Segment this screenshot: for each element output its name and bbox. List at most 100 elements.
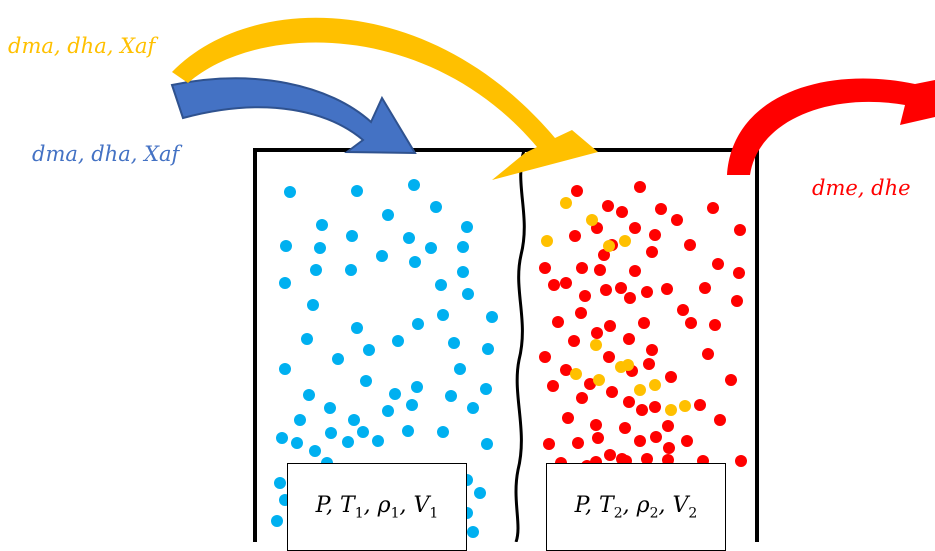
red-particle: [584, 378, 596, 390]
red-particle: [616, 206, 628, 218]
red-particle: [606, 386, 618, 398]
red-particle: [604, 320, 616, 332]
cyan-particle: [457, 241, 469, 253]
cyan-particle: [325, 427, 337, 439]
cyan-particle: [406, 399, 418, 411]
cyan-particle: [437, 309, 449, 321]
red-particle: [562, 412, 574, 424]
cyan-particle: [351, 185, 363, 197]
control-volume-box: [253, 148, 759, 542]
density-subscript: 1: [390, 505, 400, 522]
density-symbol: ρ: [636, 492, 650, 518]
red-particle: [539, 262, 551, 274]
red-particle: [684, 239, 696, 251]
red-particle: [592, 432, 604, 444]
red-outflow-label: dme, dhe: [812, 176, 911, 200]
volume-symbol: V: [413, 492, 430, 518]
red-particle: [725, 374, 737, 386]
yellow-particle: [603, 240, 615, 252]
red-particle: [591, 327, 603, 339]
yellow-particle: [586, 214, 598, 226]
cyan-particle: [276, 432, 288, 444]
red-particle: [576, 262, 588, 274]
red-particle: [579, 290, 591, 302]
red-particle: [709, 319, 721, 331]
cyan-particle: [486, 311, 498, 323]
volume-symbol: V: [672, 492, 689, 518]
cyan-particle: [389, 388, 401, 400]
yellow-particle: [665, 404, 677, 416]
yellow-particle: [541, 235, 553, 247]
red-particle: [590, 419, 602, 431]
cyan-particle: [342, 436, 354, 448]
cyan-particle: [284, 186, 296, 198]
red-particle: [598, 249, 610, 261]
cyan-particle: [454, 363, 466, 375]
red-particle: [636, 404, 648, 416]
red-particle: [665, 371, 677, 383]
red-particle: [572, 437, 584, 449]
cyan-particle: [280, 240, 292, 252]
red-particle: [623, 333, 635, 345]
red-particle: [731, 295, 743, 307]
red-particle: [547, 380, 559, 392]
red-particle: [646, 344, 658, 356]
volume-subscript: 1: [429, 505, 439, 522]
yellow-particle: [634, 384, 646, 396]
cyan-particle: [480, 383, 492, 395]
cyan-particle: [457, 266, 469, 278]
yellow-particle: [649, 379, 661, 391]
yellow-particle: [593, 374, 605, 386]
red-particle: [641, 286, 653, 298]
red-particle: [571, 185, 583, 197]
yellow-inflow-arrow: [172, 17, 598, 181]
state-left-text: P, T1, ρ1, V1: [315, 492, 439, 522]
cyan-particle: [481, 438, 493, 450]
cyan-particle: [425, 242, 437, 254]
cyan-particle: [448, 337, 460, 349]
cyan-particle: [382, 405, 394, 417]
red-particle: [575, 307, 587, 319]
red-particle: [629, 222, 641, 234]
red-particle: [560, 277, 572, 289]
density-subscript: 2: [649, 505, 659, 522]
cyan-particle: [437, 426, 449, 438]
pressure-symbol: P: [574, 492, 586, 518]
red-particle: [594, 264, 606, 276]
red-particle: [634, 181, 646, 193]
red-particle: [638, 317, 650, 329]
cyan-particle: [294, 414, 306, 426]
cyan-particle: [430, 201, 442, 213]
red-particle: [671, 214, 683, 226]
red-particle: [569, 230, 581, 242]
cyan-particle: [372, 435, 384, 447]
state-box-left: P, T1, ρ1, V1: [287, 463, 467, 551]
cyan-particle: [412, 318, 424, 330]
cyan-particle: [382, 209, 394, 221]
red-particle: [539, 351, 551, 363]
cyan-particle: [435, 279, 447, 291]
cyan-particle: [360, 375, 372, 387]
red-particle: [602, 200, 614, 212]
red-particle: [733, 267, 745, 279]
pressure-symbol: P: [315, 492, 327, 518]
red-particle: [543, 438, 555, 450]
red-particle: [649, 401, 661, 413]
cyan-particle: [348, 414, 360, 426]
cyan-particle: [402, 425, 414, 437]
red-particle: [681, 435, 693, 447]
cyan-particle: [409, 256, 421, 268]
temperature-subscript: 1: [354, 505, 364, 522]
state-box-right: P, T2, ρ2, V2: [546, 463, 726, 551]
red-particle: [650, 431, 662, 443]
red-particle: [552, 316, 564, 328]
red-particle: [548, 279, 560, 291]
red-outflow-arrow: [727, 78, 935, 175]
cyan-particle: [279, 277, 291, 289]
yellow-particle: [622, 359, 634, 371]
state-right-text: P, T2, ρ2, V2: [574, 492, 698, 522]
cyan-particle: [467, 526, 479, 538]
cyan-particle: [271, 515, 283, 527]
red-particle: [623, 396, 635, 408]
